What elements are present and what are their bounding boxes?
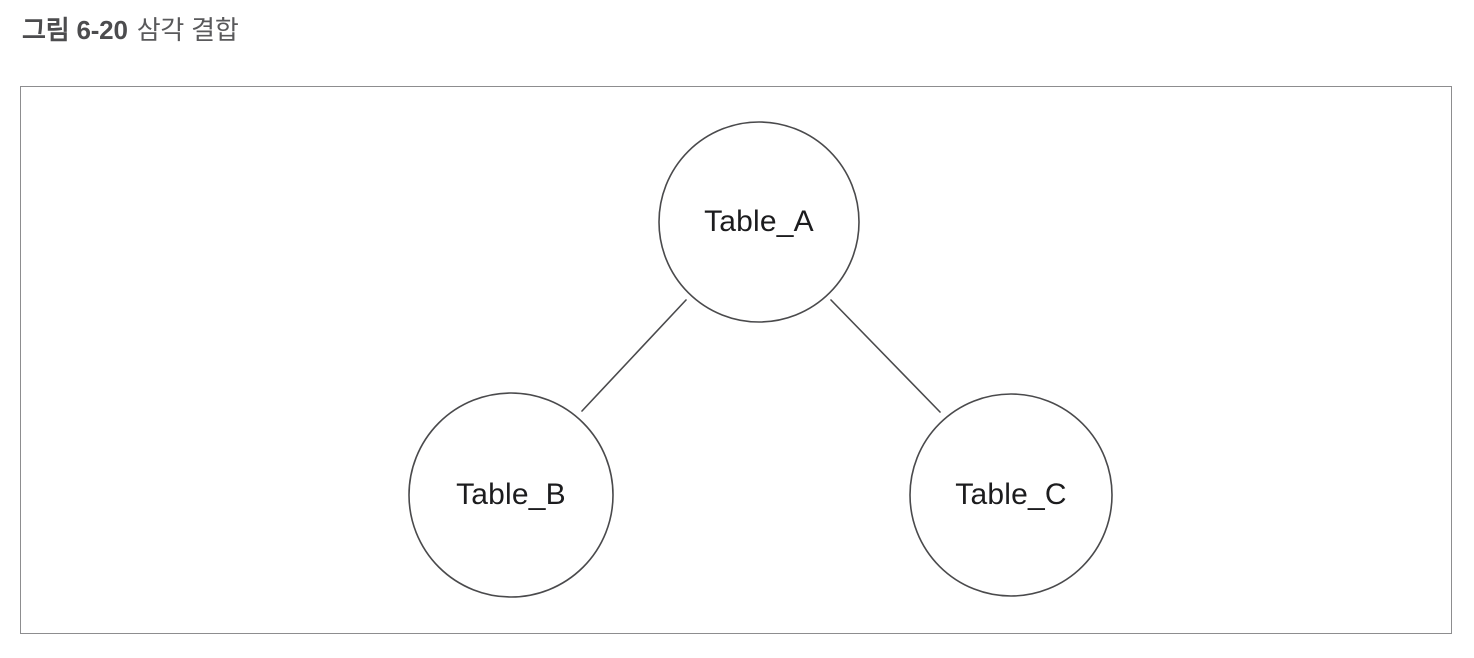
- table-b-circle[interactable]: [408, 392, 614, 598]
- table-c-label: Table_C: [955, 478, 1066, 511]
- node-table-a[interactable]: Table_A: [658, 121, 860, 323]
- edge-table-a-to-table-b: [581, 299, 687, 412]
- figure-title-label: 삼각 결합: [136, 15, 239, 45]
- figure-caption: 그림 6-20 삼각 결합: [22, 14, 239, 47]
- edge-table-a-to-table-c: [830, 299, 941, 413]
- table-c-circle[interactable]: [909, 393, 1113, 597]
- node-table-b[interactable]: Table_B: [408, 392, 614, 598]
- diagram-nodes: Table_A Table_B Table_C: [408, 121, 1113, 598]
- table-a-circle[interactable]: [658, 121, 860, 323]
- node-table-c[interactable]: Table_C: [909, 393, 1113, 597]
- figure-number-label: 그림 6-20: [22, 15, 128, 45]
- table-b-label: Table_B: [456, 478, 566, 511]
- diagram-edges: [581, 299, 941, 413]
- table-a-label: Table_A: [704, 205, 814, 238]
